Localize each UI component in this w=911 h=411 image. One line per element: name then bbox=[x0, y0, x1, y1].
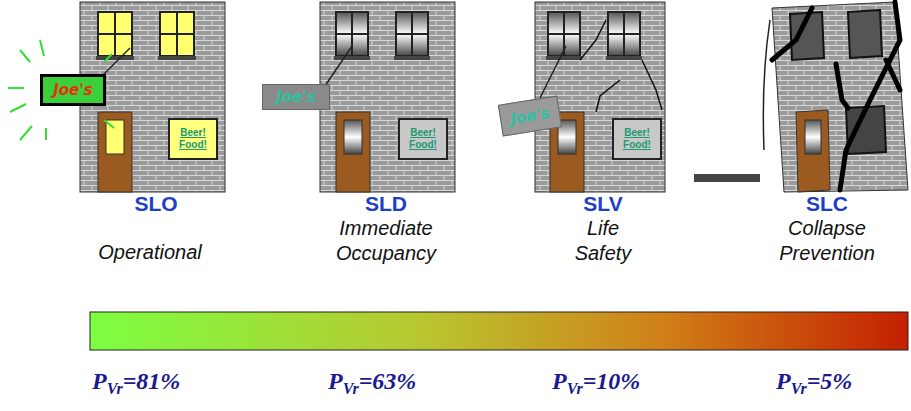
probability-percent: =10% bbox=[583, 368, 641, 394]
shop-window: Beer! Food! bbox=[398, 118, 448, 160]
shop-window: Beer! Food! bbox=[168, 118, 218, 160]
limit-state-code: SLV bbox=[583, 192, 622, 216]
limit-state-code: SLC bbox=[806, 192, 848, 216]
limit-state-name: Life Safety bbox=[563, 216, 643, 266]
limit-state-name: Operational bbox=[98, 240, 201, 265]
probability-symbol: P bbox=[92, 368, 107, 394]
probability-value: PVr=81% bbox=[92, 368, 180, 398]
window-text: Beer! Food! bbox=[172, 127, 214, 151]
shop-sign: Joe's bbox=[262, 84, 330, 110]
performance-gradient-bar bbox=[90, 312, 908, 350]
probability-value: PVr=63% bbox=[328, 368, 416, 398]
probability-value: PVr=5% bbox=[776, 368, 852, 398]
probability-subscript: Vr bbox=[107, 380, 123, 397]
limit-state-code: SLD bbox=[365, 192, 407, 216]
shop-window: Beer! Food! bbox=[612, 118, 662, 160]
fallen-sign bbox=[694, 174, 760, 182]
probability-percent: =81% bbox=[123, 368, 181, 394]
probability-percent: =5% bbox=[807, 368, 853, 394]
window-text: Beer! Food! bbox=[402, 127, 444, 151]
building-immediate-occupancy bbox=[320, 2, 455, 192]
probability-symbol: P bbox=[328, 368, 343, 394]
probability-symbol: P bbox=[552, 368, 567, 394]
building-operational bbox=[8, 2, 225, 192]
probability-subscript: Vr bbox=[343, 380, 359, 397]
sign-text: Joe's bbox=[509, 104, 551, 128]
sign-text: Joe's bbox=[53, 81, 93, 99]
probability-percent: =63% bbox=[359, 368, 417, 394]
building-collapse-prevention bbox=[694, 2, 908, 192]
limit-state-name: Collapse Prevention bbox=[772, 216, 882, 266]
limit-state-name: Immediate Occupancy bbox=[326, 216, 446, 266]
probability-subscript: Vr bbox=[791, 380, 807, 397]
sign-text: Joe's bbox=[276, 88, 316, 106]
window-text: Beer! Food! bbox=[616, 127, 658, 151]
probability-subscript: Vr bbox=[567, 380, 583, 397]
probability-value: PVr=10% bbox=[552, 368, 640, 398]
limit-state-code: SLO bbox=[134, 192, 177, 216]
shop-sign: Joe's bbox=[40, 74, 106, 106]
probability-symbol: P bbox=[776, 368, 791, 394]
